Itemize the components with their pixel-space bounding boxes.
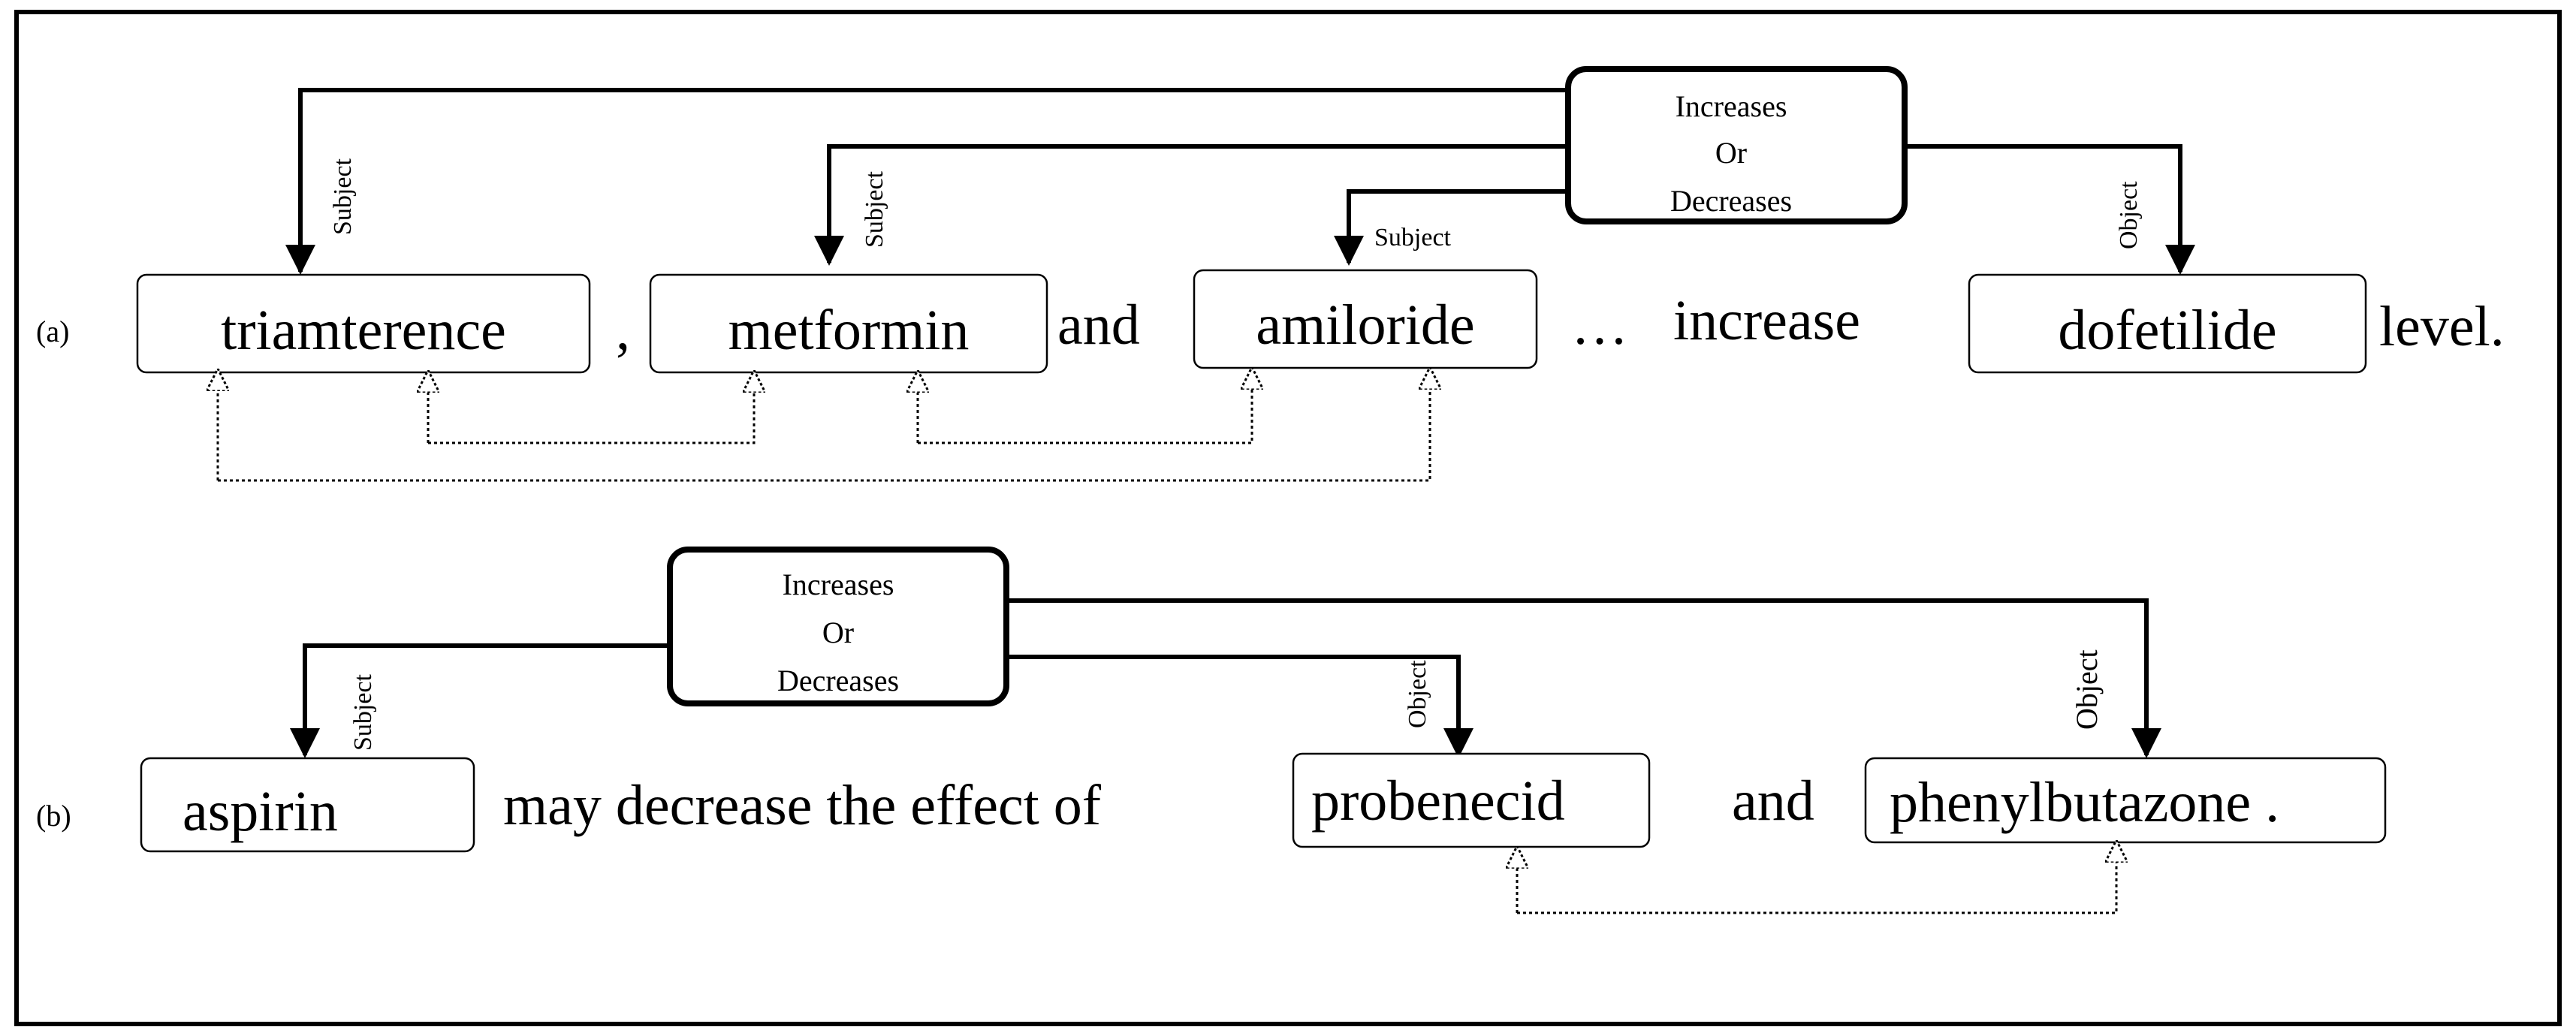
edge-label-object-2: Object	[2070, 649, 2104, 730]
relation-line-2: Or	[1715, 136, 1747, 170]
token-and-a: and	[1057, 294, 1140, 357]
token-phenylbutazone: phenylbutazone .	[1890, 771, 2279, 834]
token-box-probenecid	[1292, 752, 1651, 848]
relation-line-2: Or	[822, 616, 854, 649]
edge-label-subject-3: Subject	[1374, 224, 1452, 251]
token-box-dofetilide	[1968, 273, 2367, 374]
token-box-aspirin	[140, 757, 475, 853]
relation-line-1: Increases	[783, 568, 894, 601]
token-level: level.	[2379, 295, 2505, 358]
edge-label-subject-1: Subject	[329, 158, 357, 235]
panel-label-b: (b)	[36, 799, 71, 833]
panel-b: Increases Or Decreases Subject Object Ob…	[36, 547, 2387, 914]
edge-object-probenecid	[1006, 655, 1474, 758]
token-aspirin: aspirin	[182, 780, 338, 843]
edge-subject-amiloride	[1334, 189, 1573, 266]
relation-line-3: Decreases	[777, 664, 899, 697]
token-ellipsis: …	[1571, 294, 1628, 357]
token-triamterence: triamterence	[221, 299, 506, 362]
token-comma: ,	[616, 299, 630, 362]
token-box-triamterence	[136, 273, 591, 374]
token-and-b: and	[1732, 769, 1814, 833]
edge-label-subject: Subject	[349, 673, 377, 751]
relation-line-3: Decreases	[1670, 184, 1792, 218]
token-metformin: metformin	[728, 299, 970, 362]
edge-subject-metformin	[814, 144, 1573, 266]
relation-box-b	[667, 547, 1009, 706]
edge-object-dofetilide	[1900, 144, 2195, 275]
token-dofetilide: dofetilide	[2058, 299, 2276, 362]
token-phrase: may decrease the effect of	[503, 774, 1102, 837]
edge-subject-triamterence	[285, 88, 1573, 275]
edge-label-subject-2: Subject	[861, 170, 888, 248]
token-box-metformin	[649, 273, 1048, 374]
token-increase: increase	[1673, 289, 1860, 352]
panel-a: Increases Or Decreases Subject Subject S…	[36, 66, 2505, 482]
coord-link-outer	[218, 369, 1430, 482]
edge-label-object: Object	[2115, 181, 2143, 249]
token-probenecid: probenecid	[1311, 769, 1565, 833]
coord-link-left-a	[428, 372, 754, 444]
edge-object-phenylbutazone	[1006, 598, 2161, 758]
coord-link-mid-a	[918, 369, 1252, 444]
edge-label-object-1: Object	[1404, 660, 1431, 728]
panel-label-a: (a)	[36, 315, 69, 348]
token-amiloride: amiloride	[1256, 294, 1474, 357]
token-box-amiloride	[1193, 269, 1538, 369]
coord-link-b-a	[1517, 842, 2116, 914]
relation-line-1: Increases	[1676, 89, 1787, 123]
outer-frame	[14, 10, 2562, 1026]
edge-subject-aspirin	[290, 643, 668, 758]
relation-box-a	[1565, 66, 1908, 224]
